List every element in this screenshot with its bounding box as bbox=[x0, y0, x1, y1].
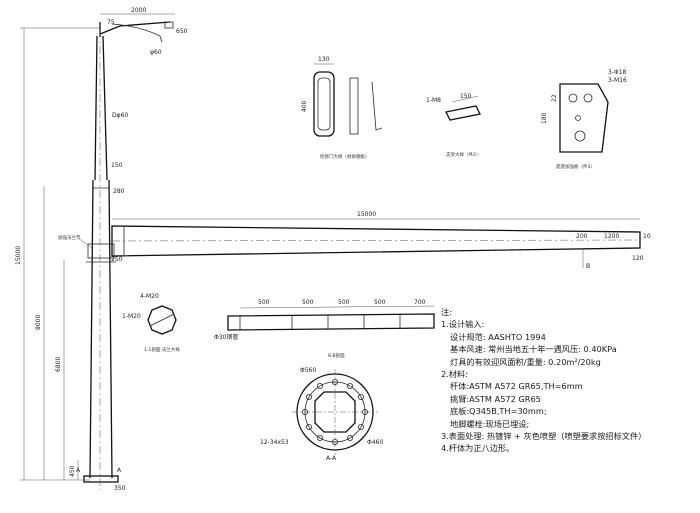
joint-leader bbox=[77, 237, 93, 249]
pole-elevation: 2000 75 650 φ60 Dφ60 150 280 250 350 加强法… bbox=[15, 7, 188, 492]
dim-seg-1: 500 bbox=[258, 299, 270, 306]
door-inner bbox=[317, 77, 331, 131]
joint-label: 加强法兰节 bbox=[58, 234, 81, 241]
section-mark-a: A bbox=[117, 467, 122, 474]
bolt-label-1: 4-M20 bbox=[140, 293, 159, 300]
bracket-caption: 支架大样（件2） bbox=[446, 151, 480, 158]
note-line-6: 杆体:ASTM A572 GR65,TH=6mm bbox=[450, 381, 583, 392]
section-mark-a-left: A bbox=[76, 467, 81, 474]
segment-pipe-dia: Φ30钢管 bbox=[214, 333, 238, 341]
dim-plate-top: 22 bbox=[551, 94, 558, 102]
note-line-3: 基本风速: 常州当地五十年一遇风压: 0.40KPa bbox=[450, 344, 617, 355]
door-side bbox=[349, 77, 359, 135]
note-line-1: 1.设计输入: bbox=[441, 319, 485, 330]
plate-hole-1 bbox=[568, 93, 578, 103]
dim-arm-2000: 2000 bbox=[131, 7, 146, 14]
plate-hole-label-2: 3-M16 bbox=[608, 77, 627, 84]
dim-total-height: 15000 bbox=[15, 246, 22, 265]
upper-mast bbox=[94, 35, 108, 181]
section-caption: 1-1剖面 法兰大样 bbox=[144, 346, 180, 353]
flange-od-label: Φ560 bbox=[300, 367, 316, 374]
flange-holes-label: 12-34x53 bbox=[260, 439, 289, 446]
note-line-2: 设计规范: AASHTO 1994 bbox=[450, 331, 546, 342]
dim-line-segments bbox=[239, 305, 435, 309]
dim-lamp-650: 650 bbox=[176, 28, 188, 35]
dim-boom-length: 15000 bbox=[357, 211, 376, 218]
top-arm-curve bbox=[111, 23, 163, 43]
boom-outline bbox=[111, 225, 641, 257]
note-line-8: 底板:Q345B,TH=30mm; bbox=[450, 406, 547, 417]
dim-seg-2: 500 bbox=[302, 299, 314, 306]
plate-caption: 底座加强板（件3） bbox=[556, 163, 595, 170]
dim-boom-b: 1200 bbox=[604, 233, 619, 240]
note-line-9: 地脚螺栓:现场已埋设; bbox=[450, 418, 530, 429]
dim-door-h: 400 bbox=[301, 100, 308, 112]
dim-pole-mid-width: 280 bbox=[113, 188, 125, 195]
dim-boom-a: 200 bbox=[576, 233, 588, 240]
note-line-10: 3.表面处理: 热镀锌 + 灰色喷塑（喷塑要求按招标文件） bbox=[441, 431, 647, 442]
door-caption: 检修门大样（材质钢板） bbox=[320, 153, 370, 160]
plate-outline bbox=[559, 83, 609, 153]
notes-title: 注: bbox=[441, 307, 452, 317]
dim-seg-5: 700 bbox=[414, 299, 426, 306]
dim-boom-end: 120 bbox=[632, 255, 644, 262]
boom-elevation: 15000 200 1200 10 120 B bbox=[111, 211, 651, 270]
octagon-cut bbox=[149, 313, 175, 327]
plate-detail: 3-Φ18 3-M16 180 22 底座加强板（件3） bbox=[541, 69, 627, 170]
section-mark-b: B bbox=[586, 263, 590, 270]
dim-pole-top-width: 150 bbox=[111, 162, 123, 169]
door-detail: 130 400 检修门大样（材质钢板） bbox=[301, 56, 383, 160]
flange-section: B-B剖面 Φ560 Φ460 12-34x53 A-A bbox=[260, 352, 383, 462]
segment-detail: 500 500 500 500 700 Φ30钢管 bbox=[214, 299, 435, 341]
flange-bolt-label: Φ460 bbox=[367, 439, 383, 446]
dim-plate-side: 180 bbox=[541, 112, 548, 124]
note-line-5: 2.材料: bbox=[441, 369, 468, 380]
dim-seg-3: 500 bbox=[338, 299, 350, 306]
dim-upper-seg: 8000 bbox=[35, 315, 42, 330]
dim-top-dia: φ60 bbox=[150, 49, 162, 56]
plate-hole-2 bbox=[583, 93, 593, 103]
dim-bracket: 150 bbox=[460, 93, 472, 100]
boom-centerline bbox=[111, 239, 641, 242]
segment-outline bbox=[227, 313, 435, 331]
bracket-detail: 150 1-M8 支架大样（件2） bbox=[426, 93, 481, 158]
dim-top-75: 75 bbox=[107, 19, 115, 26]
lamp-head bbox=[164, 21, 174, 29]
dim-flange-width: 250 bbox=[111, 256, 123, 263]
dim-mid-seg: 6800 bbox=[55, 357, 62, 372]
note-line-7: 挑臂:ASTM A572 GR65 bbox=[450, 393, 541, 404]
flange-section-label: A-A bbox=[326, 455, 337, 462]
flange-title: B-B剖面 bbox=[328, 352, 345, 359]
octagon-section: 4-M20 1-M20 1-1剖面 法兰大样 bbox=[122, 293, 180, 353]
octagon-shape bbox=[147, 305, 177, 335]
door-hinge bbox=[371, 81, 383, 131]
flange-octagon bbox=[314, 391, 356, 433]
design-notes: 注: 1.设计输入: 设计规范: AASHTO 1994 基本风速: 常州当地五… bbox=[441, 306, 691, 455]
dim-base-seg: 450 bbox=[69, 465, 76, 477]
plate-hole-label-1: 3-Φ18 bbox=[608, 69, 627, 76]
dim-line-bracket bbox=[451, 95, 479, 103]
note-line-4: 灯具的有效迎风面积/重量: 0.20m²/20kg bbox=[450, 356, 601, 367]
mid-flange bbox=[87, 243, 115, 259]
dim-upper-dia: Dφ60 bbox=[112, 112, 128, 119]
bracket-bolt-label: 1-M8 bbox=[426, 97, 441, 104]
door-frame bbox=[313, 71, 335, 137]
plate-hole-4 bbox=[575, 115, 581, 121]
bracket-body bbox=[445, 105, 481, 121]
base-plate bbox=[83, 475, 119, 483]
bolt-label-2: 1-M20 bbox=[122, 313, 141, 320]
dim-seg-4: 500 bbox=[374, 299, 386, 306]
flange-bolt-holes bbox=[301, 378, 368, 445]
main-shaft bbox=[89, 179, 113, 479]
dim-boom-h: 10 bbox=[643, 233, 651, 240]
plate-hole-3 bbox=[574, 130, 586, 142]
dim-door-w: 130 bbox=[318, 56, 330, 63]
dim-base-width: 350 bbox=[114, 485, 126, 492]
top-arm bbox=[99, 21, 171, 35]
note-line-11: 4.杆体为正八边形。 bbox=[441, 443, 515, 454]
